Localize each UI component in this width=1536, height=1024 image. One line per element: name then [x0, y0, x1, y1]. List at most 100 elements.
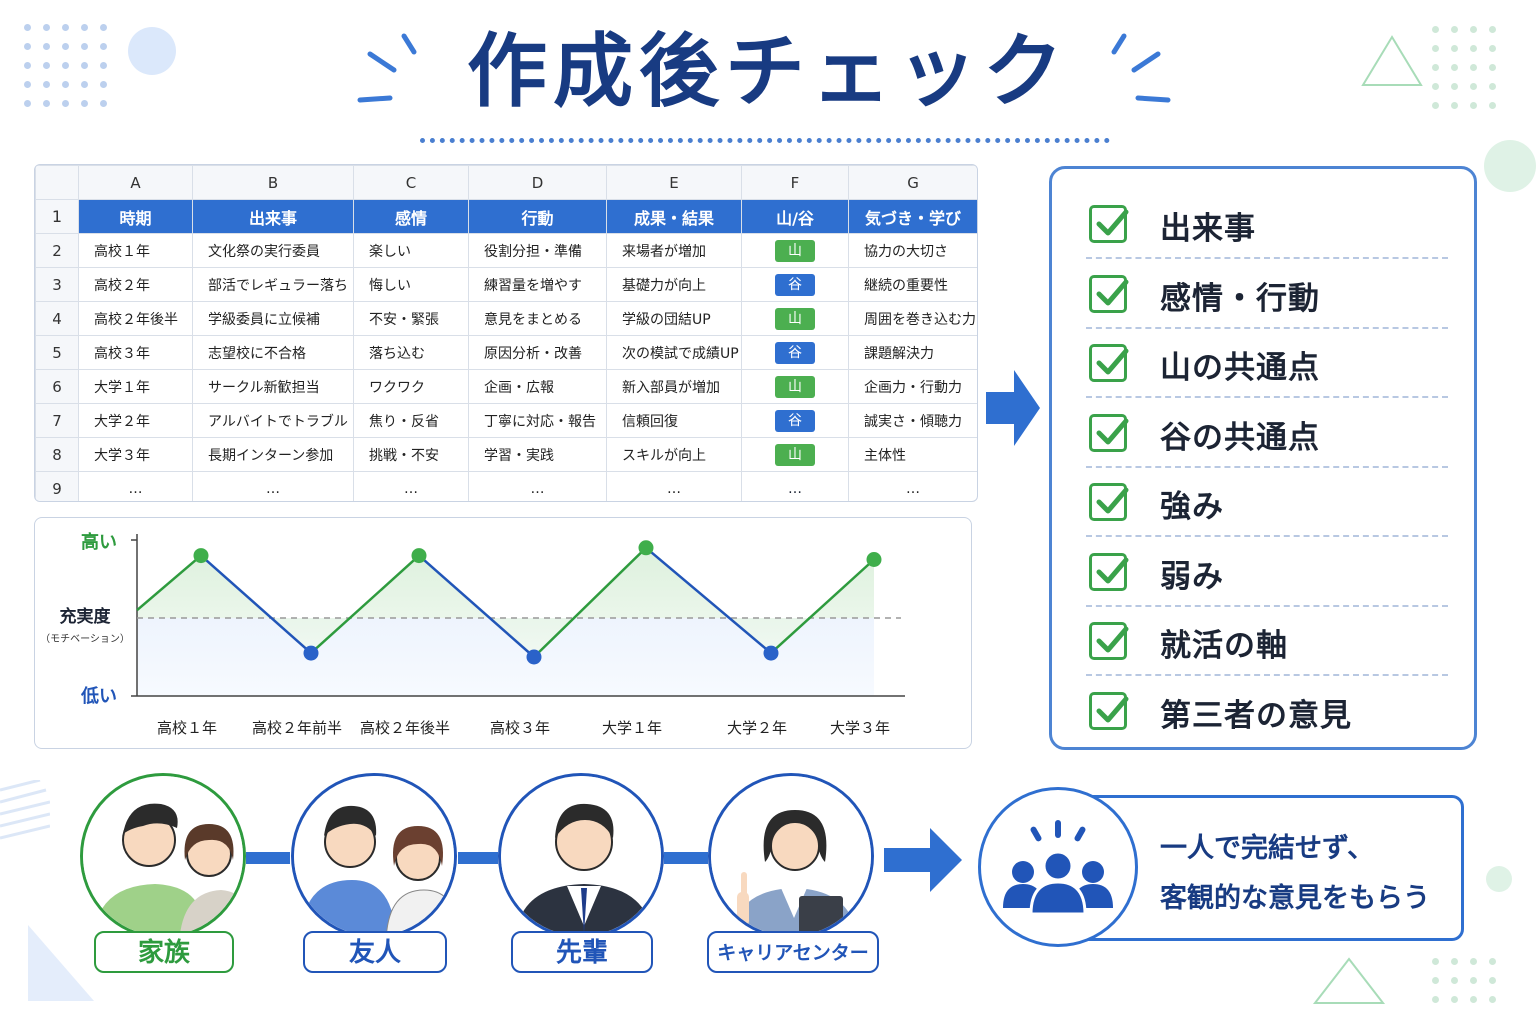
- checkbox-checked-icon[interactable]: [1089, 552, 1129, 591]
- cell-action[interactable]: …: [468, 471, 607, 501]
- cell-learning[interactable]: 課題解決力: [848, 335, 977, 370]
- cell-action[interactable]: 丁寧に対応・報告: [468, 403, 607, 438]
- checkbox-checked-icon[interactable]: [1089, 344, 1129, 382]
- cell-event[interactable]: 部活でレギュラー落ち: [192, 267, 354, 302]
- cell-learning[interactable]: 周囲を巻き込む力: [848, 301, 977, 336]
- checklist-item-label: 感情・行動: [1160, 280, 1320, 317]
- cell-type[interactable]: 山: [741, 301, 849, 336]
- cell-action[interactable]: 役割分担・準備: [468, 233, 607, 268]
- cell-period[interactable]: 高校３年: [78, 335, 193, 370]
- cell-result[interactable]: 来場者が増加: [606, 233, 742, 268]
- cell-period[interactable]: 高校１年: [78, 233, 193, 268]
- cell-emotion[interactable]: 焦り・反省: [353, 403, 469, 438]
- cell-learning[interactable]: …: [848, 471, 977, 501]
- cell-type[interactable]: 山: [741, 233, 849, 268]
- cell-event[interactable]: サークル新歓担当: [192, 369, 354, 404]
- cell-result[interactable]: スキルが向上: [606, 437, 742, 472]
- cell-type[interactable]: 山: [741, 369, 849, 404]
- column-letter[interactable]: A: [78, 165, 193, 200]
- cell-event[interactable]: …: [192, 471, 354, 501]
- header-cell-emotion[interactable]: 感情: [353, 199, 469, 234]
- cell-emotion[interactable]: …: [353, 471, 469, 501]
- decor-circle-right: [1484, 140, 1536, 192]
- cell-result[interactable]: 次の模試で成績UP: [606, 335, 742, 370]
- cell-emotion[interactable]: 不安・緊張: [353, 301, 469, 336]
- header-cell-event[interactable]: 出来事: [192, 199, 354, 234]
- header-cell-type[interactable]: 山/谷: [741, 199, 849, 234]
- checklist-item[interactable]: 就活の軸: [1086, 612, 1448, 676]
- checkbox-checked-icon[interactable]: [1089, 622, 1129, 660]
- cell-event[interactable]: 長期インターン参加: [192, 437, 354, 472]
- checklist-item[interactable]: 強み: [1086, 473, 1448, 537]
- cell-result[interactable]: 基礎力が向上: [606, 267, 742, 302]
- cell-event[interactable]: アルバイトでトラブル: [192, 403, 354, 438]
- cell-emotion[interactable]: 落ち込む: [353, 335, 469, 370]
- checkbox-checked-icon[interactable]: [1089, 691, 1129, 730]
- cell-learning[interactable]: 誠実さ・傾聴力: [848, 403, 977, 438]
- row-number[interactable]: 5: [35, 335, 79, 370]
- row-number[interactable]: 1: [35, 199, 79, 234]
- cell-learning[interactable]: 企画力・行動力: [848, 369, 977, 404]
- cell-action[interactable]: 意見をまとめる: [468, 301, 607, 336]
- cell-event[interactable]: 文化祭の実行委員: [192, 233, 354, 268]
- cell-type[interactable]: 谷: [741, 267, 849, 302]
- checklist-item[interactable]: 山の共通点: [1086, 334, 1448, 398]
- row-number[interactable]: 2: [35, 233, 79, 268]
- cell-period[interactable]: …: [78, 471, 193, 501]
- cell-emotion[interactable]: ワクワク: [353, 369, 469, 404]
- cell-period[interactable]: 大学３年: [78, 437, 193, 472]
- row-number[interactable]: 4: [35, 301, 79, 336]
- column-letter[interactable]: F: [741, 165, 849, 200]
- data-point: [526, 649, 542, 665]
- cell-emotion[interactable]: 挑戦・不安: [353, 437, 469, 472]
- cell-result[interactable]: …: [606, 471, 742, 501]
- cell-action[interactable]: 練習量を増やす: [468, 267, 607, 302]
- header-cell-learning[interactable]: 気づき・学び: [848, 199, 977, 234]
- column-letter[interactable]: E: [606, 165, 742, 200]
- row-number[interactable]: 3: [35, 267, 79, 302]
- header-cell-action[interactable]: 行動: [468, 199, 607, 234]
- cell-learning[interactable]: 継続の重要性: [848, 267, 977, 302]
- cell-action[interactable]: 原因分析・改善: [468, 335, 607, 370]
- header-cell-result[interactable]: 成果・結果: [606, 199, 742, 234]
- checkbox-checked-icon[interactable]: [1089, 483, 1129, 521]
- cell-period[interactable]: 大学２年: [78, 403, 193, 438]
- cell-learning[interactable]: 主体性: [848, 437, 977, 472]
- row-number[interactable]: 9: [35, 471, 79, 501]
- cell-period[interactable]: 大学１年: [78, 369, 193, 404]
- row-number[interactable]: 8: [35, 437, 79, 472]
- cell-type[interactable]: 谷: [741, 335, 849, 370]
- column-letter[interactable]: D: [468, 165, 607, 200]
- row-number[interactable]: 7: [35, 403, 79, 438]
- cell-event[interactable]: 志望校に不合格: [192, 335, 354, 370]
- spreadsheet-table: A B C D E F G 1 時期 出来事 感情 行動 成果・結果 山/谷 気…: [35, 165, 977, 501]
- cell-period[interactable]: 高校２年: [78, 267, 193, 302]
- cell-event[interactable]: 学級委員に立候補: [192, 301, 354, 336]
- cell-learning[interactable]: 協力の大切さ: [848, 233, 977, 268]
- cell-result[interactable]: 学級の団結UP: [606, 301, 742, 336]
- header-cell-period[interactable]: 時期: [78, 199, 193, 234]
- cell-result[interactable]: 新入部員が増加: [606, 369, 742, 404]
- checklist-item[interactable]: 第三者の意見: [1086, 682, 1448, 744]
- cell-action[interactable]: 学習・実践: [468, 437, 607, 472]
- checklist-item[interactable]: 感情・行動: [1086, 265, 1448, 329]
- cell-emotion[interactable]: 楽しい: [353, 233, 469, 268]
- cell-period[interactable]: 高校２年後半: [78, 301, 193, 336]
- row-number[interactable]: 6: [35, 369, 79, 404]
- checklist-item[interactable]: 出来事: [1086, 195, 1448, 259]
- cell-type[interactable]: 谷: [741, 403, 849, 438]
- checklist-item[interactable]: 谷の共通点: [1086, 404, 1448, 468]
- checklist-item[interactable]: 弱み: [1086, 543, 1448, 607]
- checkbox-checked-icon[interactable]: [1089, 274, 1129, 313]
- cell-type[interactable]: …: [741, 471, 849, 501]
- column-letter[interactable]: G: [848, 165, 977, 200]
- checkbox-checked-icon[interactable]: [1089, 205, 1129, 243]
- cell-emotion[interactable]: 悔しい: [353, 267, 469, 302]
- cell-result[interactable]: 信頼回復: [606, 403, 742, 438]
- corner-cell[interactable]: [35, 165, 79, 200]
- cell-action[interactable]: 企画・広報: [468, 369, 607, 404]
- column-letter[interactable]: B: [192, 165, 354, 200]
- checkbox-checked-icon[interactable]: [1089, 413, 1129, 452]
- cell-type[interactable]: 山: [741, 437, 849, 472]
- column-letter[interactable]: C: [353, 165, 469, 200]
